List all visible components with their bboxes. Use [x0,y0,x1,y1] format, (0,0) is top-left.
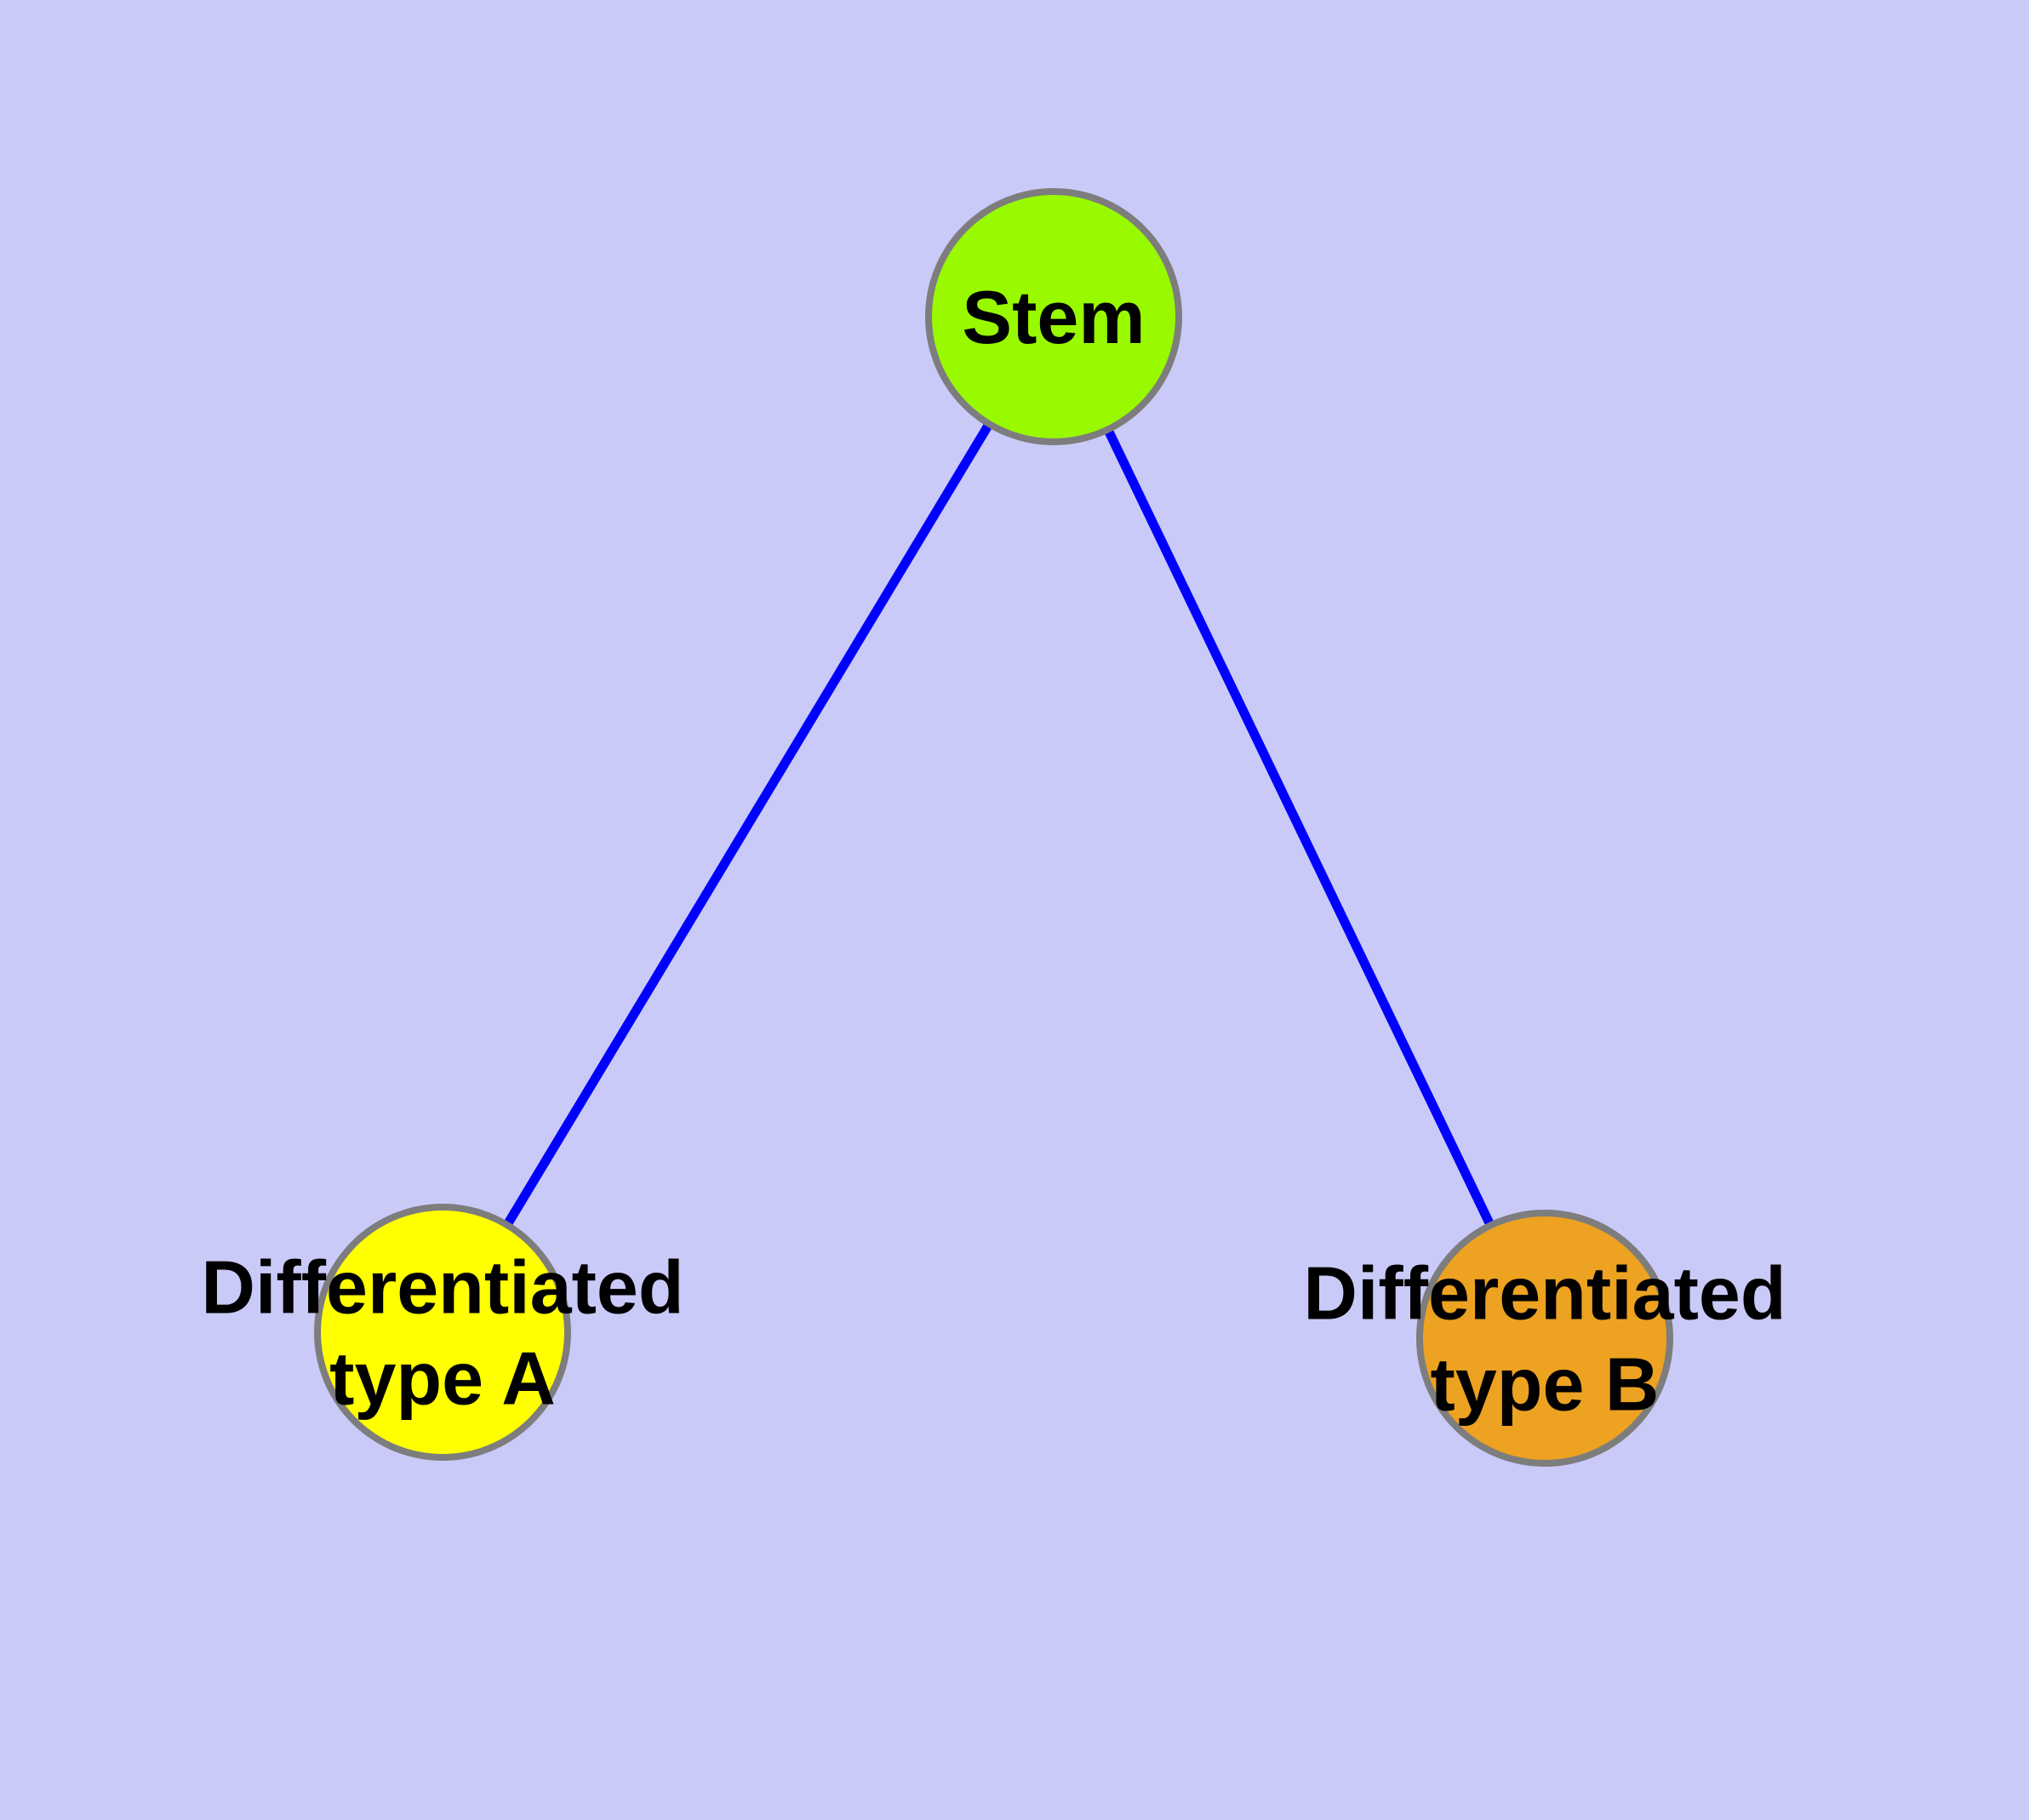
edge-stem-typeA [438,314,1058,1335]
node-typeA [314,1204,571,1461]
node-typeB [1416,1210,1673,1467]
edge-stem-typeB [1049,314,1549,1341]
node-label-stem: Stem [962,275,1145,359]
node-stem [925,188,1182,445]
